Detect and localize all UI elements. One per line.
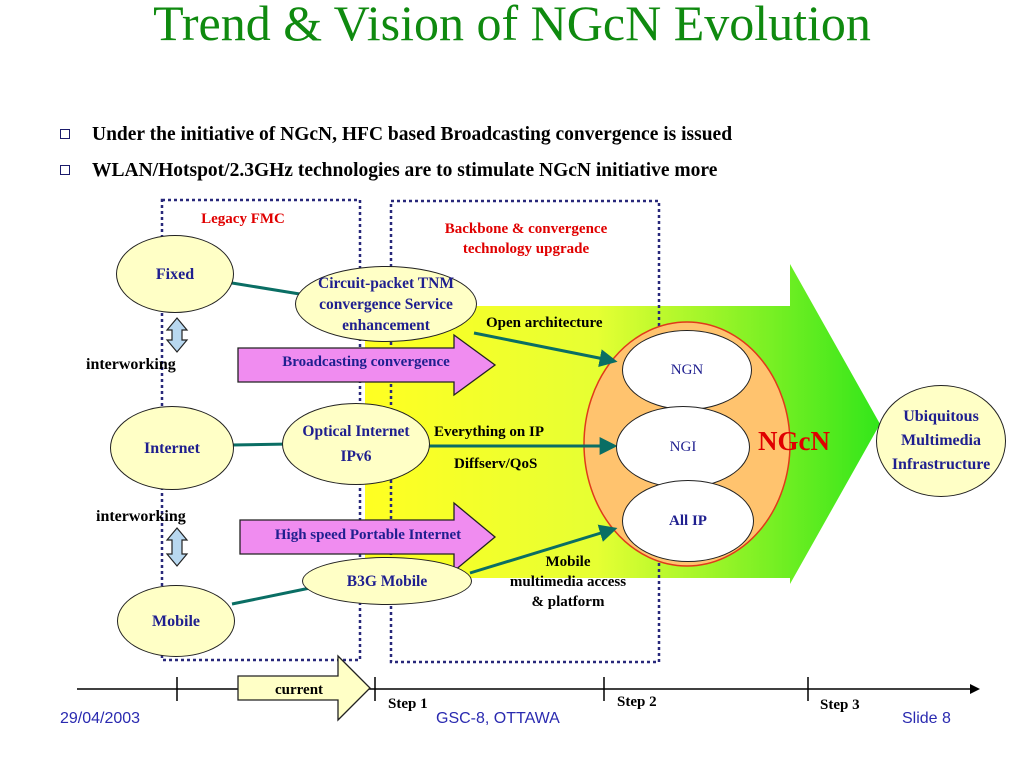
broadcasting-label: Broadcasting convergence (282, 354, 450, 370)
b3g-mobile-node: B3G Mobile (302, 557, 472, 605)
ubiquitous-label: Ubiquitous Multimedia Infrastructure (891, 408, 991, 473)
bullet-text: Under the initiative of NGcN, HFC based … (92, 124, 733, 145)
footer-slide-number: Slide 8 (902, 710, 951, 727)
footer-event: GSC-8, OTTAWA (436, 710, 560, 727)
open-architecture-label: Open architecture (486, 315, 603, 331)
internet-label: Internet (144, 439, 200, 457)
step1-label: Step 1 (388, 696, 428, 712)
mobile-label: Mobile (152, 612, 200, 630)
circuit-packet-node: Circuit-packet TNM convergence Service e… (295, 266, 477, 342)
portable-internet-arrow (239, 501, 497, 573)
timeline-arrowhead (970, 684, 980, 694)
current-label: current (275, 682, 324, 698)
portable-internet-label: High speed Portable Internet (274, 527, 462, 543)
backbone-label: Backbone & convergence technology upgrad… (444, 221, 608, 257)
internet-connector (231, 442, 291, 447)
ubiquitous-node: Ubiquitous Multimedia Infrastructure (876, 385, 1006, 497)
optical-internet-label: Optical Internet IPv6 (302, 423, 410, 465)
square-bullet-icon (60, 164, 70, 175)
current-arrow (237, 654, 371, 722)
ngi-node: NGI (616, 406, 750, 488)
interworking-label: interworking (96, 508, 186, 525)
internet-node: Internet (110, 406, 234, 490)
open-architecture-arrow (473, 331, 618, 368)
all-ip-node: All IP (622, 480, 754, 562)
legacy-fmc-label: Legacy FMC (201, 211, 285, 227)
mobile-multimedia-arrow (469, 524, 618, 575)
ngn-label: NGN (670, 361, 704, 378)
all-ip-label: All IP (669, 512, 707, 529)
broadcasting-arrow (237, 333, 497, 397)
slide-title: Trend & Vision of NGcN Evolution (153, 0, 871, 51)
footer-date: 29/04/2003 (60, 710, 141, 727)
bullet-item: Under the initiative of NGcN, HFC based … (60, 124, 732, 146)
fixed-label: Fixed (155, 265, 195, 283)
ngi-label: NGI (669, 438, 697, 455)
interworking-label: interworking (86, 356, 176, 373)
optical-internet-node: Optical Internet IPv6 (282, 403, 430, 485)
ngcn-label: NGcN (758, 426, 830, 456)
everything-on-ip-label: Everything on IP (434, 424, 545, 440)
square-bullet-icon (60, 128, 70, 139)
step2-label: Step 2 (617, 694, 657, 710)
fixed-node: Fixed (116, 235, 234, 313)
b3g-mobile-label: B3G Mobile (346, 572, 428, 590)
mobile-multimedia-label: Mobile multimedia access & platform (509, 554, 627, 610)
diffserv-label: Diffserv/QoS (454, 456, 538, 472)
interworking-double-arrow (165, 317, 189, 353)
ngn-node: NGN (622, 330, 752, 410)
interworking-double-arrow (165, 527, 189, 567)
bullet-text: WLAN/Hotspot/2.3GHz technologies are to … (92, 160, 718, 181)
mobile-connector (231, 586, 311, 606)
circuit-packet-label: Circuit-packet TNM convergence Service e… (318, 274, 454, 334)
bullet-item: WLAN/Hotspot/2.3GHz technologies are to … (60, 160, 717, 182)
step3-label: Step 3 (820, 697, 860, 713)
mobile-node: Mobile (117, 585, 235, 657)
